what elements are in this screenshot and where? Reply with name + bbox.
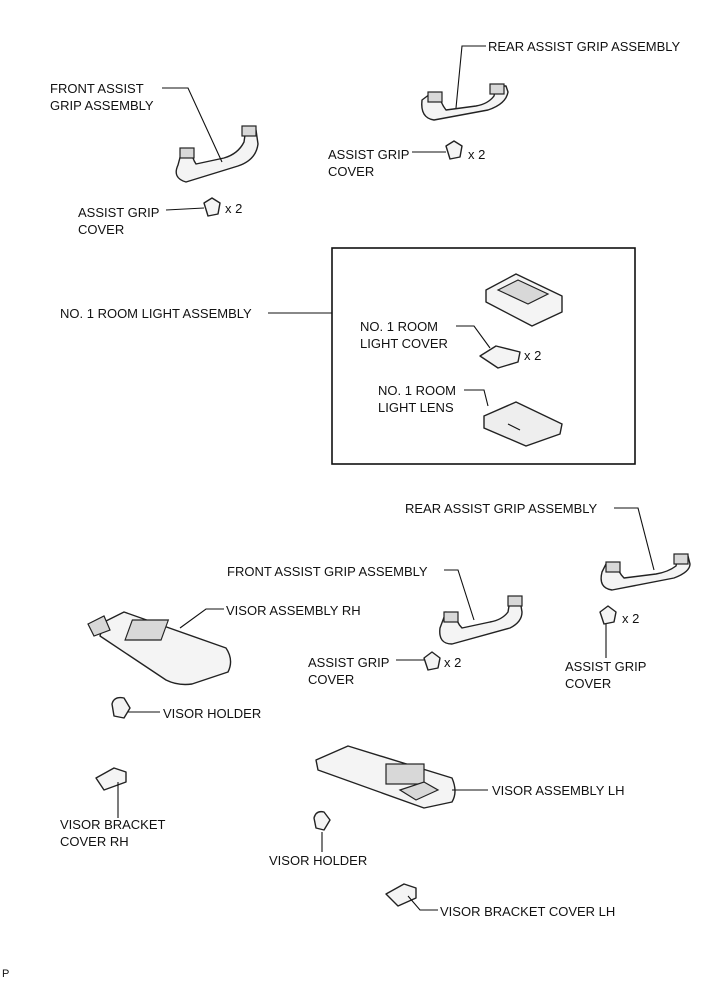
cover-bottom-right-line1: ASSIST GRIP bbox=[565, 659, 647, 674]
visor-holder-lh-label: VISOR HOLDER bbox=[269, 853, 368, 868]
room-light-assembly-label: NO. 1 ROOM LIGHT ASSEMBLY bbox=[60, 306, 252, 321]
cover-bottom-mid-label: ASSIST GRIP COVER bbox=[308, 654, 389, 688]
room-light-cover-line2: LIGHT COVER bbox=[360, 336, 448, 351]
visor-holder-lh-icon bbox=[313, 810, 331, 831]
visor-rh-icon bbox=[87, 611, 232, 686]
qty-cover-bottom-mid: x 2 bbox=[444, 655, 462, 670]
room-light-frame bbox=[331, 247, 636, 465]
room-light-housing-icon bbox=[485, 273, 563, 327]
cover-left-label: ASSIST GRIP COVER bbox=[78, 204, 159, 238]
cover-mid-line2: COVER bbox=[328, 164, 375, 179]
front-grip-top-label: FRONT ASSIST GRIP ASSEMBLY bbox=[50, 80, 154, 114]
room-light-lens-line1: NO. 1 ROOM bbox=[378, 383, 457, 398]
room-light-lens-line2: LIGHT LENS bbox=[378, 400, 454, 415]
grip-cover-left-icon bbox=[203, 197, 221, 217]
grip-cover-bottom-mid-icon bbox=[423, 651, 441, 671]
visor-bracket-rh-line2: COVER RH bbox=[60, 834, 129, 849]
front-grip-top-line1: FRONT ASSIST bbox=[50, 81, 144, 96]
visor-bracket-rh-label: VISOR BRACKET COVER RH bbox=[60, 816, 165, 850]
room-light-cover-line1: NO. 1 ROOM bbox=[360, 319, 439, 334]
cover-left-line2: COVER bbox=[78, 222, 125, 237]
visor-bracket-rh-icon bbox=[95, 767, 127, 791]
visor-bracket-rh-line1: VISOR BRACKET bbox=[60, 817, 166, 832]
grip-cover-bottom-right-icon bbox=[599, 605, 617, 625]
rear-grip-top-label: REAR ASSIST GRIP ASSEMBLY bbox=[488, 39, 681, 54]
qty-room-light-cover: x 2 bbox=[524, 348, 542, 363]
room-light-cover-label: NO. 1 ROOM LIGHT COVER bbox=[360, 318, 448, 352]
visor-holder-rh-icon bbox=[111, 696, 131, 719]
front-grip-top-line2: GRIP ASSEMBLY bbox=[50, 98, 154, 113]
visor-rh-label: VISOR ASSEMBLY RH bbox=[226, 603, 361, 618]
cover-bottom-right-line2: COVER bbox=[565, 676, 612, 691]
cover-bottom-right-label: ASSIST GRIP COVER bbox=[565, 658, 646, 692]
cover-mid-line1: ASSIST GRIP bbox=[328, 147, 410, 162]
visor-bracket-lh-icon bbox=[385, 883, 417, 907]
visor-bracket-lh-label: VISOR BRACKET COVER LH bbox=[440, 904, 616, 919]
cover-mid-label: ASSIST GRIP COVER bbox=[328, 146, 409, 180]
visor-holder-rh-label: VISOR HOLDER bbox=[163, 706, 262, 721]
qty-cover-bottom-right: x 2 bbox=[622, 611, 640, 626]
room-light-lens-label: NO. 1 ROOM LIGHT LENS bbox=[378, 382, 456, 416]
rear-assist-grip-bottom-icon bbox=[600, 553, 691, 591]
cover-left-line1: ASSIST GRIP bbox=[78, 205, 160, 220]
room-light-cover-icon bbox=[479, 345, 521, 369]
front-assist-grip-bottom-icon bbox=[439, 595, 523, 645]
visor-lh-icon bbox=[315, 745, 456, 809]
cover-bottom-mid-line2: COVER bbox=[308, 672, 355, 687]
cover-bottom-mid-line1: ASSIST GRIP bbox=[308, 655, 390, 670]
rear-grip-bottom-label: REAR ASSIST GRIP ASSEMBLY bbox=[405, 501, 598, 516]
visor-lh-label: VISOR ASSEMBLY LH bbox=[492, 783, 625, 798]
grip-cover-mid-icon bbox=[445, 140, 463, 160]
rear-assist-grip-top-icon bbox=[421, 83, 509, 121]
front-grip-bottom-label: FRONT ASSIST GRIP ASSEMBLY bbox=[227, 564, 428, 579]
qty-cover-mid: x 2 bbox=[468, 147, 486, 162]
room-light-lens-icon bbox=[483, 401, 563, 447]
leader-lines bbox=[117, 45, 655, 911]
qty-cover-left: x 2 bbox=[225, 201, 243, 216]
front-assist-grip-top-icon bbox=[175, 125, 259, 183]
corner-mark: P bbox=[2, 968, 10, 980]
